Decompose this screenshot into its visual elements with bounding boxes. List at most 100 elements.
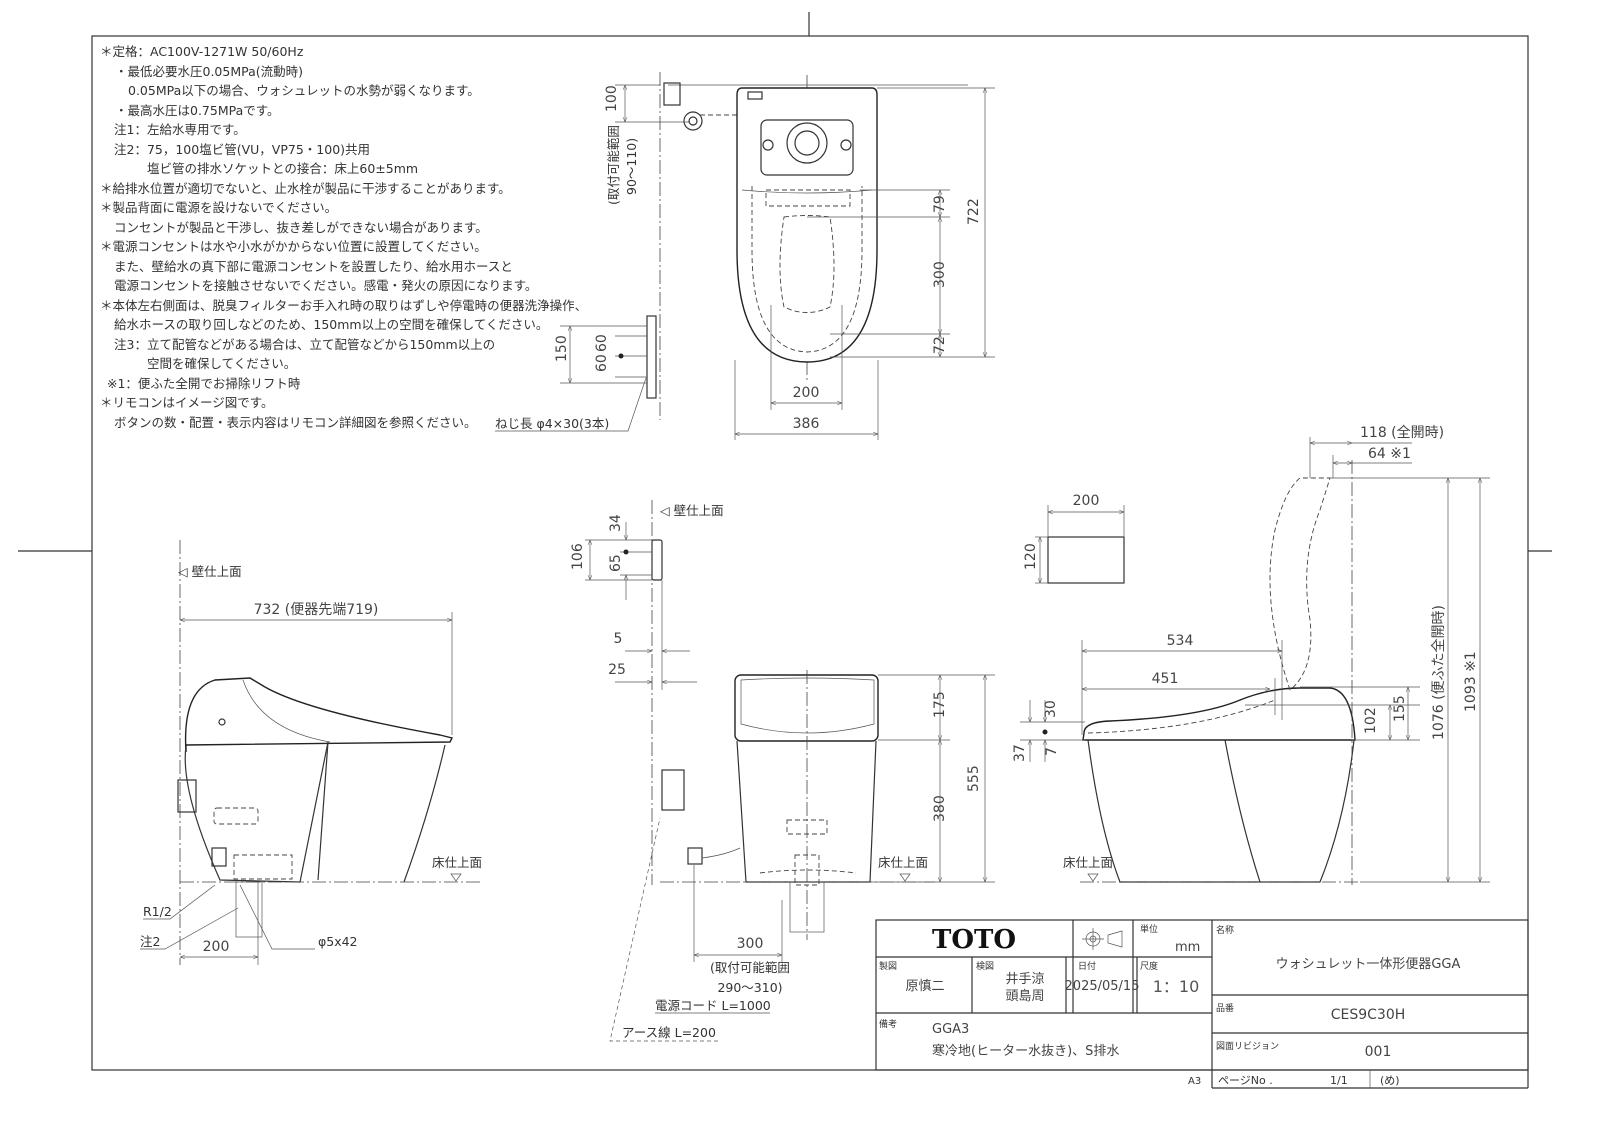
note-line: ・最低必要水圧0.05MPa(流動時) xyxy=(115,64,303,79)
screw-label: ねじ長 φ4×30(3本) xyxy=(495,416,609,431)
toto-logo: TOTO xyxy=(932,925,1016,955)
dim-150: 150 xyxy=(554,335,570,362)
remote-width: 200 xyxy=(1073,493,1100,509)
dim-37: 37 xyxy=(1012,744,1028,762)
page-number: 1/1 xyxy=(1330,1074,1348,1087)
note-line: ＊定格：AC100V-1271W 50/60Hz xyxy=(100,44,304,59)
note-line: ＊給排水位置が適切でないと、止水栓が製品に干渉することがあります。 xyxy=(100,181,511,196)
sheet-size: A3 xyxy=(1188,1076,1201,1087)
dim-386: 386 xyxy=(793,416,820,432)
note-line: ＊製品背面に電源を設けないでください。 xyxy=(100,200,337,215)
tank-front xyxy=(734,674,879,742)
right-side-view: 200 120 床仕上面 118 (全開時) 64 ※1 534 451 30 … xyxy=(1012,424,1490,885)
dim-79: 79 xyxy=(932,195,948,213)
dim-200: 200 xyxy=(793,385,820,401)
dim-64: 64 ※1 xyxy=(1368,446,1411,462)
front-view: ◁ 壁仕上面 106 34 65 5 25 床仕上面 175 xyxy=(570,500,995,1042)
date-value: 2025/05/15 xyxy=(1065,979,1140,994)
remarks-line-1: GGA3 xyxy=(932,1022,969,1037)
dim-451: 451 xyxy=(1152,671,1179,687)
note2-label: 注2 xyxy=(140,934,160,949)
dim-175: 175 xyxy=(932,691,948,718)
dim-732: 732 (便器先端719) xyxy=(254,602,379,618)
note-line: ＊本体左右側面は、脱臭フィルターお手入れ時の取りはずしや停電時の便器洗浄操作、 xyxy=(100,298,587,313)
note-line: また、壁給水の真下部に電源コンセントを設置したり、給水用ホースと xyxy=(114,259,513,274)
dim-380: 380 xyxy=(932,795,948,822)
earth-wire-label: アース線 L=200 xyxy=(622,1025,716,1040)
dim-72: 72 xyxy=(932,336,948,354)
tank-lid xyxy=(760,119,854,176)
dim-65: 65 xyxy=(608,554,624,572)
part-number: CES9C30H xyxy=(1331,1007,1406,1023)
dim-1076: 1076 (便ふた全開時) xyxy=(1430,605,1447,740)
note-line: 電源コンセントを接触させないでください。感電・発火の原因になります。 xyxy=(114,278,537,293)
note-line: 塩ビ管の排水ソケットとの接合：床上60±5mm xyxy=(147,161,418,176)
dim-555: 555 xyxy=(966,765,982,792)
note-line: 注2：75，100塩ビ管(VU，VP75・100)共用 xyxy=(114,142,370,157)
floor-label: 床仕上面 xyxy=(432,855,482,870)
floor-label: 床仕上面 xyxy=(878,855,928,870)
range-value: 290～310) xyxy=(717,980,782,995)
dim-200: 200 xyxy=(203,939,230,955)
seat-and-tank-side xyxy=(184,677,454,753)
remarks-line-2: 寒冷地(ヒーター水抜き)、S排水 xyxy=(932,1043,1119,1059)
floor-label: 床仕上面 xyxy=(1063,855,1113,870)
note-line: 給水ホースの取り回しなどのため、150mm以上の空間を確保してください。 xyxy=(114,317,548,332)
revision-label: 図面リビジョン xyxy=(1216,1041,1279,1052)
scale-label: 尺度 xyxy=(1140,960,1158,972)
dim-30: 30 xyxy=(1043,700,1059,718)
dim-60b: 60 xyxy=(594,354,610,372)
projection-symbol-icon xyxy=(1082,928,1123,950)
unit-value: mm xyxy=(1175,940,1200,955)
name-label: 名称 xyxy=(1216,924,1234,936)
dim-722: 722 xyxy=(966,198,982,225)
part-label: 品番 xyxy=(1216,1002,1234,1014)
remote-control-outline xyxy=(1047,536,1125,584)
supply-valve xyxy=(663,82,681,106)
note-line: コンセントが製品と干渉し、抜き差しができない場合があります。 xyxy=(114,220,488,235)
title-block: TOTO 単位 mm 製図 原慎二 検図 井手涼 頭島周 日付 2025/05/… xyxy=(875,919,1529,1089)
dim-1093: 1093 ※1 xyxy=(1463,651,1479,712)
dim-60a: 60 xyxy=(594,334,610,352)
seat-side xyxy=(1082,687,1356,741)
dim-300: 300 xyxy=(932,261,948,288)
top-view: 722 79 300 72 200 386 100 (取付可能範囲 90～110… xyxy=(495,72,995,440)
dim-155: 155 xyxy=(1392,695,1408,722)
notes-block: ＊定格：AC100V-1271W 50/60Hz ・最低必要水圧0.05MPa(… xyxy=(100,44,587,430)
wall-label: ◁ 壁仕上面 xyxy=(660,503,724,518)
dim-118: 118 (全開時) xyxy=(1360,424,1444,441)
page-suffix: (め) xyxy=(1380,1074,1400,1087)
dim-102: 102 xyxy=(1363,707,1379,734)
r12-label: R1/2 xyxy=(143,904,172,919)
note-line: ボタンの数・配置・表示内容はリモコン詳細図を参照ください。 xyxy=(114,415,477,430)
remote-height: 120 xyxy=(1023,543,1039,570)
checked-by-2: 頭島周 xyxy=(1005,989,1044,1004)
lid-open-outline xyxy=(1269,477,1331,691)
note-line: 0.05MPa以下の場合、ウォシュレットの水勢が弱くなります。 xyxy=(128,83,480,98)
dim-25: 25 xyxy=(608,662,626,678)
dim-5: 5 xyxy=(614,631,623,647)
revision-value: 001 xyxy=(1365,1044,1392,1060)
note-line: ＊電源コンセントは水や小水がかからない位置に設置してください。 xyxy=(100,239,487,254)
seat-opening xyxy=(779,215,835,313)
dim-300: 300 xyxy=(737,936,764,952)
checked-by-1: 井手涼 xyxy=(1005,972,1044,987)
scale-value: 1：10 xyxy=(1153,977,1200,996)
note-line: ※1：便ふた全開でお掃除リフト時 xyxy=(107,376,301,391)
dim-106: 106 xyxy=(570,543,586,570)
date-label: 日付 xyxy=(1078,961,1096,972)
note-line: 空間を確保してください。 xyxy=(147,356,296,371)
note-line: ＊リモコンはイメージ図です。 xyxy=(100,395,274,410)
dim-100: 100 xyxy=(604,85,620,112)
range-label: (取付可能範囲 xyxy=(606,125,621,205)
page-label: ページNo . xyxy=(1218,1074,1273,1087)
unit-label: 単位 xyxy=(1140,923,1158,935)
note-line: 注3：立て配管などがある場合は、立て配管などから150mm以上の xyxy=(114,337,495,352)
sheet-frame xyxy=(18,12,1552,1071)
checked-label: 検図 xyxy=(976,960,994,972)
toilet-top-outline xyxy=(736,87,878,363)
dim-534: 534 xyxy=(1167,633,1194,649)
range-label: (取付可能範囲 xyxy=(710,960,790,975)
phi-label: φ5x42 xyxy=(318,934,358,949)
